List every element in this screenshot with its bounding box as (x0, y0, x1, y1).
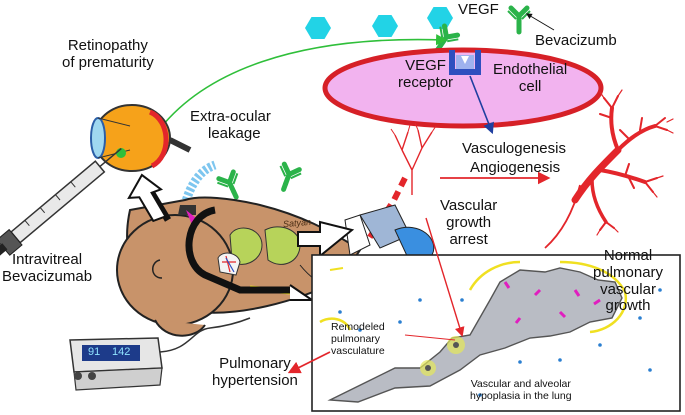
endothelial-cell (322, 47, 604, 129)
extraocular-line2: leakage (208, 124, 261, 142)
remodeled-line3: vasculature (331, 344, 385, 357)
extraocular-label: Extra-ocular leakage (190, 108, 271, 143)
lung-icon (319, 260, 628, 403)
normal-growth-line3: vascular (600, 280, 656, 298)
endothelial-line2: cell (518, 77, 542, 95)
vegf-receptor-icon (449, 50, 481, 75)
bevacizumab-antibody-icon (216, 171, 246, 202)
extraocular-line1: Extra-ocular (190, 108, 271, 125)
infant-icon (116, 188, 435, 337)
pulmonary-hypertension-line2: hypertension (212, 371, 298, 389)
pulmonary-hypertension-line1: Pulmonary (219, 355, 291, 372)
leakage-arrow (152, 34, 448, 139)
bevacizumab-antibody-icon (508, 8, 530, 32)
retinopathy-line1: Retinopathy (67, 37, 148, 54)
vascular-tree-icon (571, 89, 674, 236)
hypoplasia-line1: Vascular and alveolar (470, 378, 571, 390)
bevacizumab-antibody-icon (273, 163, 302, 193)
vegf-hexagon-icon (305, 17, 331, 39)
intravitreal-label: Intravitreal Bevacizumab (2, 251, 93, 286)
arrested-vessel-icon (390, 122, 437, 195)
vegf-hexagon-icon (372, 15, 398, 37)
vascular-arrest-label: Vascular growth arrest (440, 197, 498, 248)
vegf-hexagon-icon (427, 7, 453, 29)
endothelial-label: Endothelial cell (493, 61, 568, 96)
remodeled-line2: pulmonary (331, 332, 381, 345)
vascular-arrest-line1: Vascular (440, 197, 498, 214)
vegf-receptor-line1: VEGF (405, 57, 446, 74)
eye-icon (90, 104, 192, 172)
vegf-label: VEGF (458, 1, 499, 18)
signaling-arrow (469, 75, 494, 135)
endothelial-line1: Endothelial (493, 61, 568, 78)
normal-growth-line1: Normal (603, 247, 653, 264)
vegf-receptor-line2: receptor (398, 73, 454, 91)
normal-growth-line2: pulmonary (593, 263, 664, 281)
angiogenesis-label: Angiogenesis (470, 159, 561, 176)
normal-growth-line4: growth (605, 297, 651, 315)
bevacizumab-label: Bevacizumb (535, 32, 617, 49)
hypoplasia-line2: hypoplasia in the lung (470, 389, 572, 402)
hypertension-arrow (287, 351, 331, 374)
retinopathy-line2: of prematurity (62, 53, 154, 71)
normal-growth-label: Normal pulmonary vascular growth (593, 247, 664, 315)
vasculogenesis-label: Vasculogenesis (462, 140, 566, 157)
pulmonary-hypertension-label: Pulmonary hypertension (212, 355, 298, 390)
vascular-arrest-line3: arrest (449, 230, 488, 248)
monitor-left-reading: 91 (88, 346, 101, 358)
retinopathy-label: Retinopathy of prematurity (62, 37, 154, 72)
monitor-right-reading: 142 (112, 346, 131, 358)
flow-arrow (127, 173, 167, 223)
pulse-oximeter-icon (69, 317, 251, 391)
vegf-receptor-label: VEGF receptor (398, 57, 454, 92)
remodeled-label: Remodeled pulmonary vasculature (331, 321, 385, 357)
syringe-icon (0, 148, 122, 256)
vessel-dots (338, 288, 662, 397)
intravitreal-line2: Bevacizumab (2, 267, 93, 285)
intravitreal-line1: Intravitreal (12, 251, 83, 268)
hypoplasia-label: Vascular and alveolar hypoplasia in the … (470, 378, 572, 403)
arrest-arrow (425, 217, 465, 337)
vascular-arrest-line2: growth (446, 213, 492, 231)
lung-border-accent (329, 267, 344, 271)
label-pointer (525, 13, 555, 31)
remodeled-line1: Remodeled (331, 321, 385, 333)
remodel-pointer (404, 334, 456, 341)
